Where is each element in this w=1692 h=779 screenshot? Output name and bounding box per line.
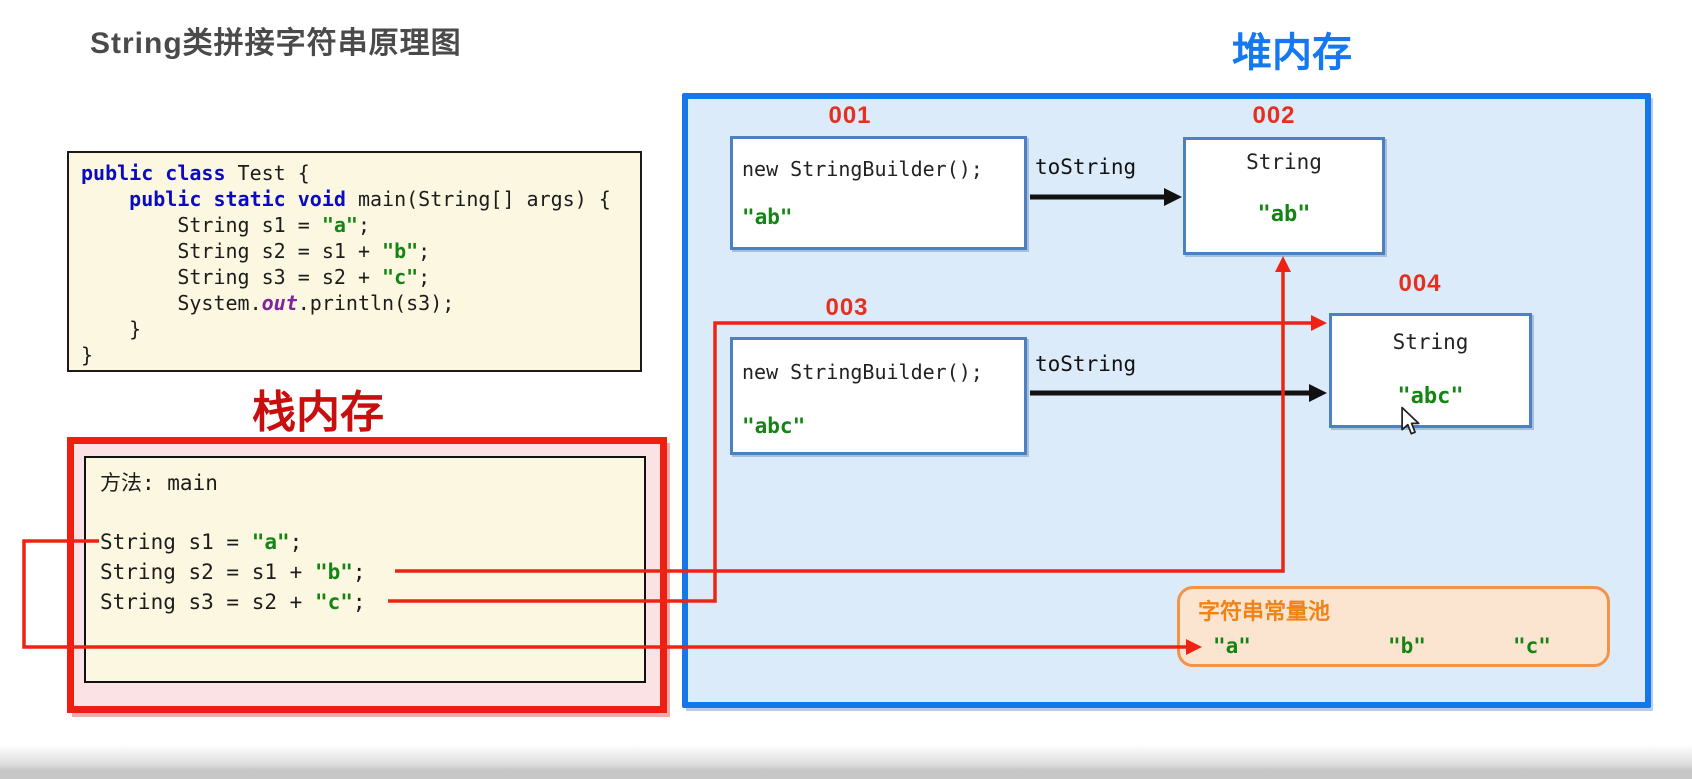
stack-code-lines: String s1 = "a"; String s2 = s1 + "b"; Str… <box>100 527 366 617</box>
tostring-label-bottom: toString <box>1035 352 1137 376</box>
stack-memory-title: 栈内存 <box>252 388 384 437</box>
heap-memory-title: 堆内存 <box>1232 31 1352 75</box>
object-type-label: String <box>1392 330 1469 354</box>
java-code-block: public class Test { public static void m… <box>67 151 642 372</box>
code-line: System.out.println(s3); <box>81 291 455 315</box>
bottom-bar <box>0 745 1692 779</box>
code-line: } <box>81 343 94 367</box>
code-line: String s3 = s2 + "c"; <box>100 590 366 614</box>
object-value: "abc" <box>742 414 806 438</box>
object-code-text: new StringBuilder(); <box>742 157 983 181</box>
stringbuilder-object-003: new StringBuilder(); "abc" <box>730 337 1027 455</box>
string-object-002: String "ab" <box>1183 137 1385 255</box>
object-code-text: new StringBuilder(); <box>742 360 983 384</box>
code-line: } <box>81 317 142 341</box>
object-type-label: String <box>1246 150 1322 174</box>
object-value: "ab" <box>1257 202 1311 227</box>
string-constant-pool-title: 字符串常量池 <box>1198 599 1331 624</box>
stack-method-label: 方法: main <box>100 471 218 495</box>
code-line: String s3 = s2 + "c"; <box>81 265 431 289</box>
code-line: String s2 = s1 + "b"; <box>100 560 366 584</box>
code-line: public class Test { <box>81 161 310 185</box>
address-label-004: 004 <box>1398 270 1442 297</box>
address-label-003: 003 <box>825 294 869 321</box>
string-object-004: String "abc" <box>1329 313 1532 428</box>
pool-value-a: "a" <box>1213 634 1251 658</box>
stringbuilder-object-001: new StringBuilder(); "ab" <box>730 136 1027 250</box>
pool-value-b: "b" <box>1388 634 1426 658</box>
code-line: String s2 = s1 + "b"; <box>81 239 431 263</box>
code-line: String s1 = "a"; <box>100 530 303 554</box>
object-value: "ab" <box>742 205 793 229</box>
code-line: public static void main(String[] args) { <box>129 187 611 211</box>
address-label-001: 001 <box>828 102 872 129</box>
code-line: String s1 = "a"; <box>81 213 370 237</box>
pool-value-c: "c" <box>1513 634 1551 658</box>
string-constant-pool-box: 字符串常量池 "a" "b" "c" <box>1177 586 1610 667</box>
object-value: "abc" <box>1397 384 1464 409</box>
address-label-002: 002 <box>1252 102 1296 129</box>
tostring-label-top: toString <box>1035 155 1137 179</box>
page-title: String类拼接字符串原理图 <box>90 27 462 60</box>
